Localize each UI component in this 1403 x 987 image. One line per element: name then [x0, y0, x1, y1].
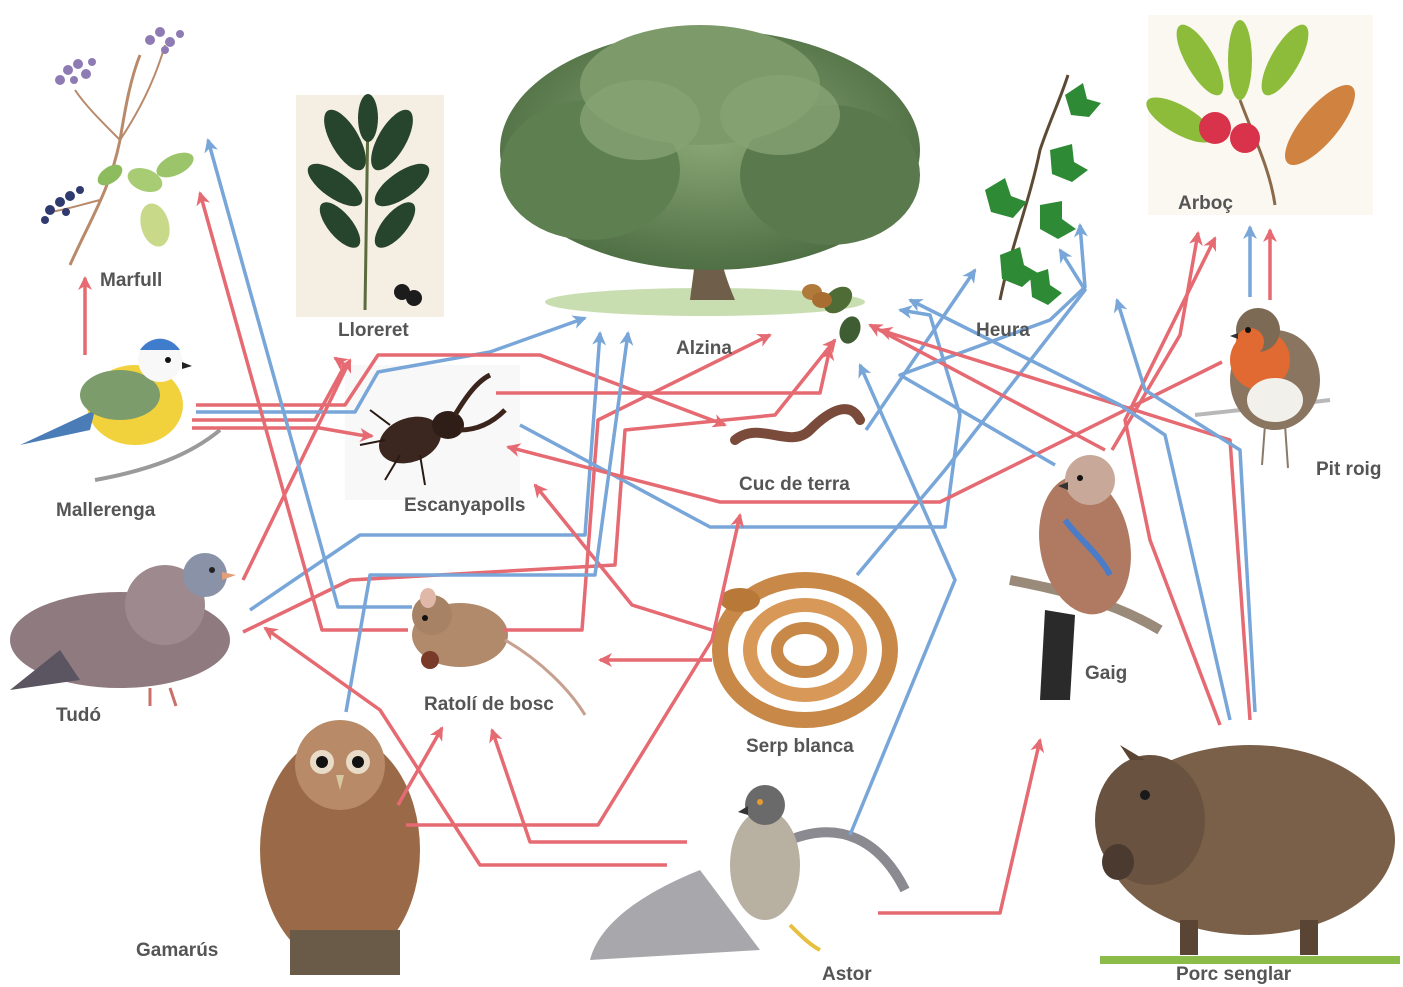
label-pitroig: Pit roig: [1316, 459, 1381, 481]
berry-shrub-icon: [41, 27, 197, 265]
robin-icon: [1195, 308, 1330, 468]
arrow-ratoli-to-alzina-red: [503, 335, 770, 630]
label-escanyapolls: Escanyapolls: [404, 495, 525, 517]
arrow-gamarus-to-cuc-red: [406, 515, 740, 825]
tawny-owl-icon: [260, 720, 420, 975]
arrow-porc-to-arboc-red: [1125, 238, 1220, 725]
wild-boar-icon: [1095, 745, 1400, 960]
label-marfull: Marfull: [100, 270, 162, 292]
label-arboc: Arboç: [1178, 193, 1233, 215]
label-cuc: Cuc de terra: [739, 474, 850, 496]
label-gaig: Gaig: [1085, 663, 1127, 685]
label-serp: Serp blanca: [746, 736, 854, 758]
snake-icon: [720, 580, 890, 720]
goshawk-icon: [590, 785, 905, 960]
laurel-plant-icon: [296, 94, 444, 317]
earthworm-icon: [735, 409, 860, 440]
strawberry-tree-icon: [1140, 15, 1373, 215]
label-porc: Porc senglar: [1176, 964, 1291, 986]
oak-tree-icon: [500, 25, 920, 347]
label-mallerenga: Mallerenga: [56, 500, 155, 522]
arrow-tudo-to-lloreret-red: [243, 360, 350, 580]
label-heura: Heura: [976, 320, 1030, 342]
label-alzina: Alzina: [676, 338, 732, 360]
label-ratoli: Ratolí de bosc: [424, 694, 554, 716]
label-gamarus: Gamarús: [136, 940, 218, 962]
blue-tit-icon: [20, 338, 220, 480]
arrow-serp-to-escanyapolls-red: [535, 485, 712, 630]
label-lloreret: Lloreret: [338, 320, 409, 342]
label-tudo: Tudó: [56, 705, 101, 727]
label-astor: Astor: [822, 964, 872, 986]
wood-pigeon-icon: [10, 553, 236, 706]
